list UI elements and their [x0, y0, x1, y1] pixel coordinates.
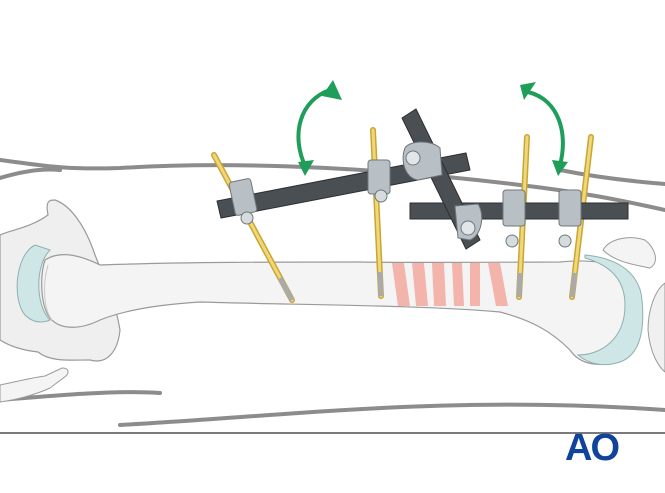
rotation-arrows — [296, 80, 568, 176]
pin-clamp-3 — [502, 189, 526, 227]
foot-bones — [0, 367, 69, 403]
rotation-arrow-left — [296, 88, 332, 170]
femur-bone — [41, 253, 643, 365]
acetabulum-cartilage — [16, 244, 51, 323]
ao-logo: AO — [565, 427, 625, 469]
schanz-screw-1 — [211, 152, 295, 303]
fixator-clamps — [228, 141, 582, 248]
pin-clamp-2 — [367, 159, 391, 195]
pin-clamp-4 — [558, 189, 582, 227]
patella-bone — [602, 237, 656, 269]
rotation-arrow-right — [526, 90, 565, 167]
tibia-bone — [647, 282, 665, 373]
ao-logo-text: AO — [565, 427, 620, 469]
fracture-zone — [392, 263, 508, 306]
distal-femur-cartilage — [576, 254, 644, 366]
schanz-screw-2 — [370, 127, 384, 299]
femoral-head-highlight — [44, 264, 53, 321]
